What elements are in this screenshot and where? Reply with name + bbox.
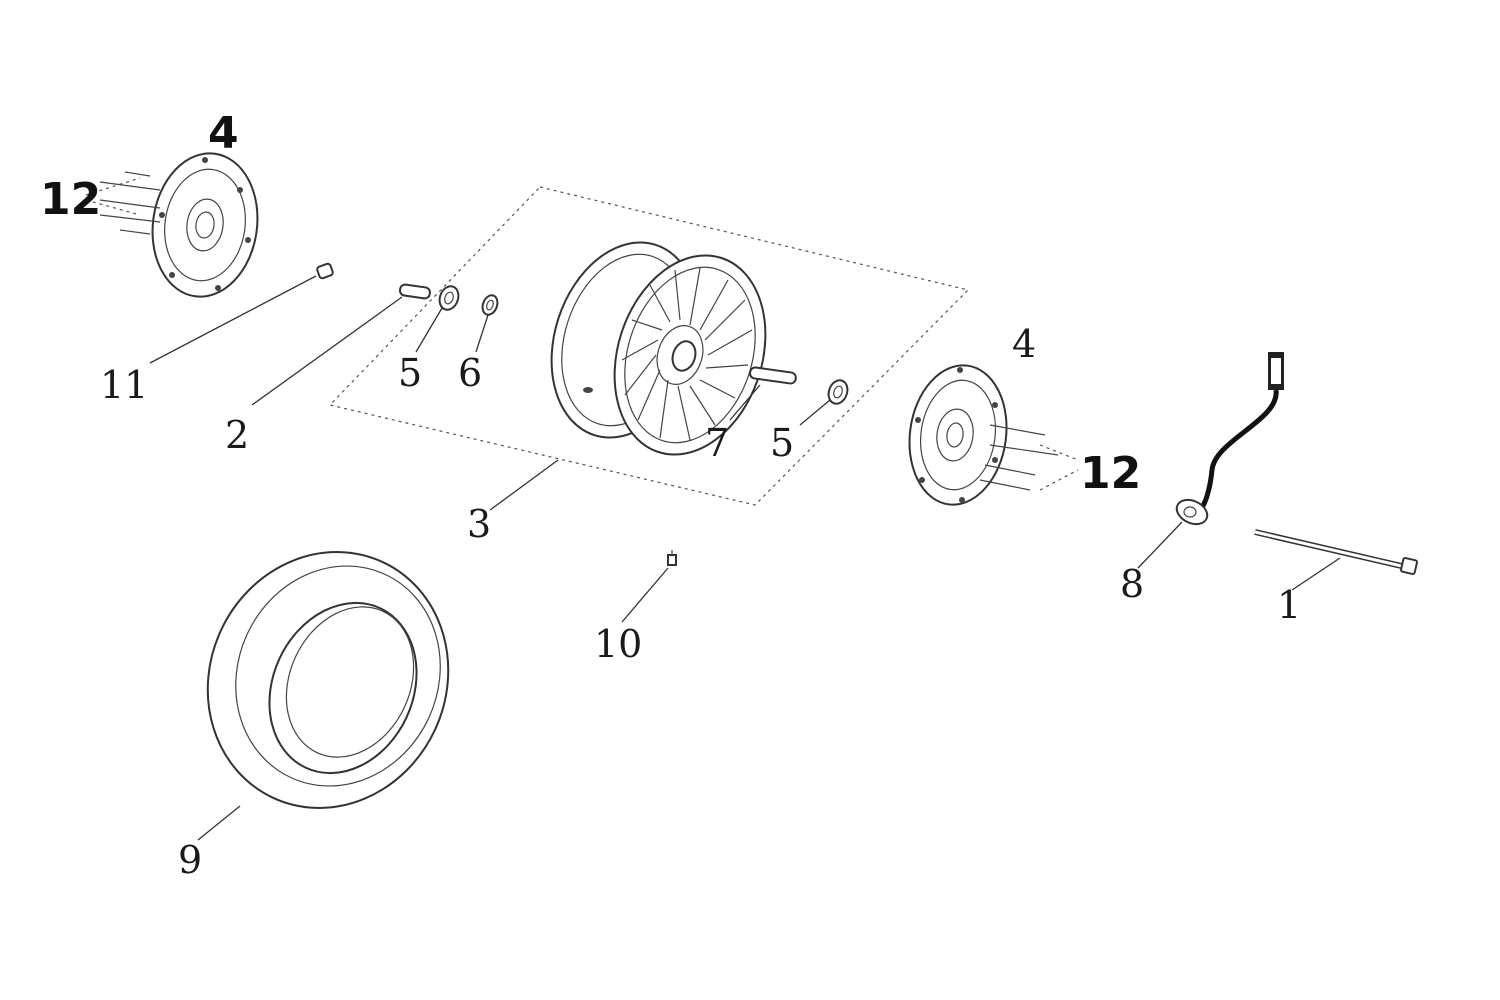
leader-lines [149, 275, 1341, 841]
callout-5-left: 5 [398, 351, 422, 395]
wheel-assembly-outline [328, 186, 970, 506]
callout-4-right: 4 [1012, 322, 1036, 366]
callout-4-left: 4 [208, 108, 239, 159]
callout-10: 10 [594, 622, 642, 666]
callout-6: 6 [458, 351, 482, 395]
part-11-nut [316, 262, 334, 280]
part-7-spacer [749, 366, 797, 385]
callout-11: 11 [100, 363, 148, 407]
part-3-wheel-rim [550, 241, 767, 456]
disc-bolts-left [85, 171, 161, 235]
part-2-spacer [398, 283, 431, 300]
callout-2: 2 [225, 413, 249, 457]
callout-1: 1 [1277, 583, 1301, 627]
callout-12-left: 12 [40, 174, 101, 225]
callout-9: 9 [178, 838, 202, 882]
part-6-bushing [481, 294, 499, 316]
part-8-sensor [1175, 352, 1284, 526]
part-1-axle [1254, 529, 1418, 575]
callout-8: 8 [1120, 562, 1144, 606]
callout-7: 7 [705, 421, 729, 465]
callout-5-right: 5 [770, 421, 794, 465]
disc-bolts-right [979, 424, 1079, 491]
part-10-valve [667, 550, 677, 566]
callout-12-right: 12 [1080, 448, 1141, 499]
part-5-bearing-right [827, 379, 849, 405]
brake-disc-left [151, 152, 259, 298]
part-9-tire [206, 551, 450, 809]
part-5-bearing-left [438, 285, 460, 311]
brake-disc-right [908, 364, 1008, 506]
callout-3: 3 [467, 502, 491, 546]
